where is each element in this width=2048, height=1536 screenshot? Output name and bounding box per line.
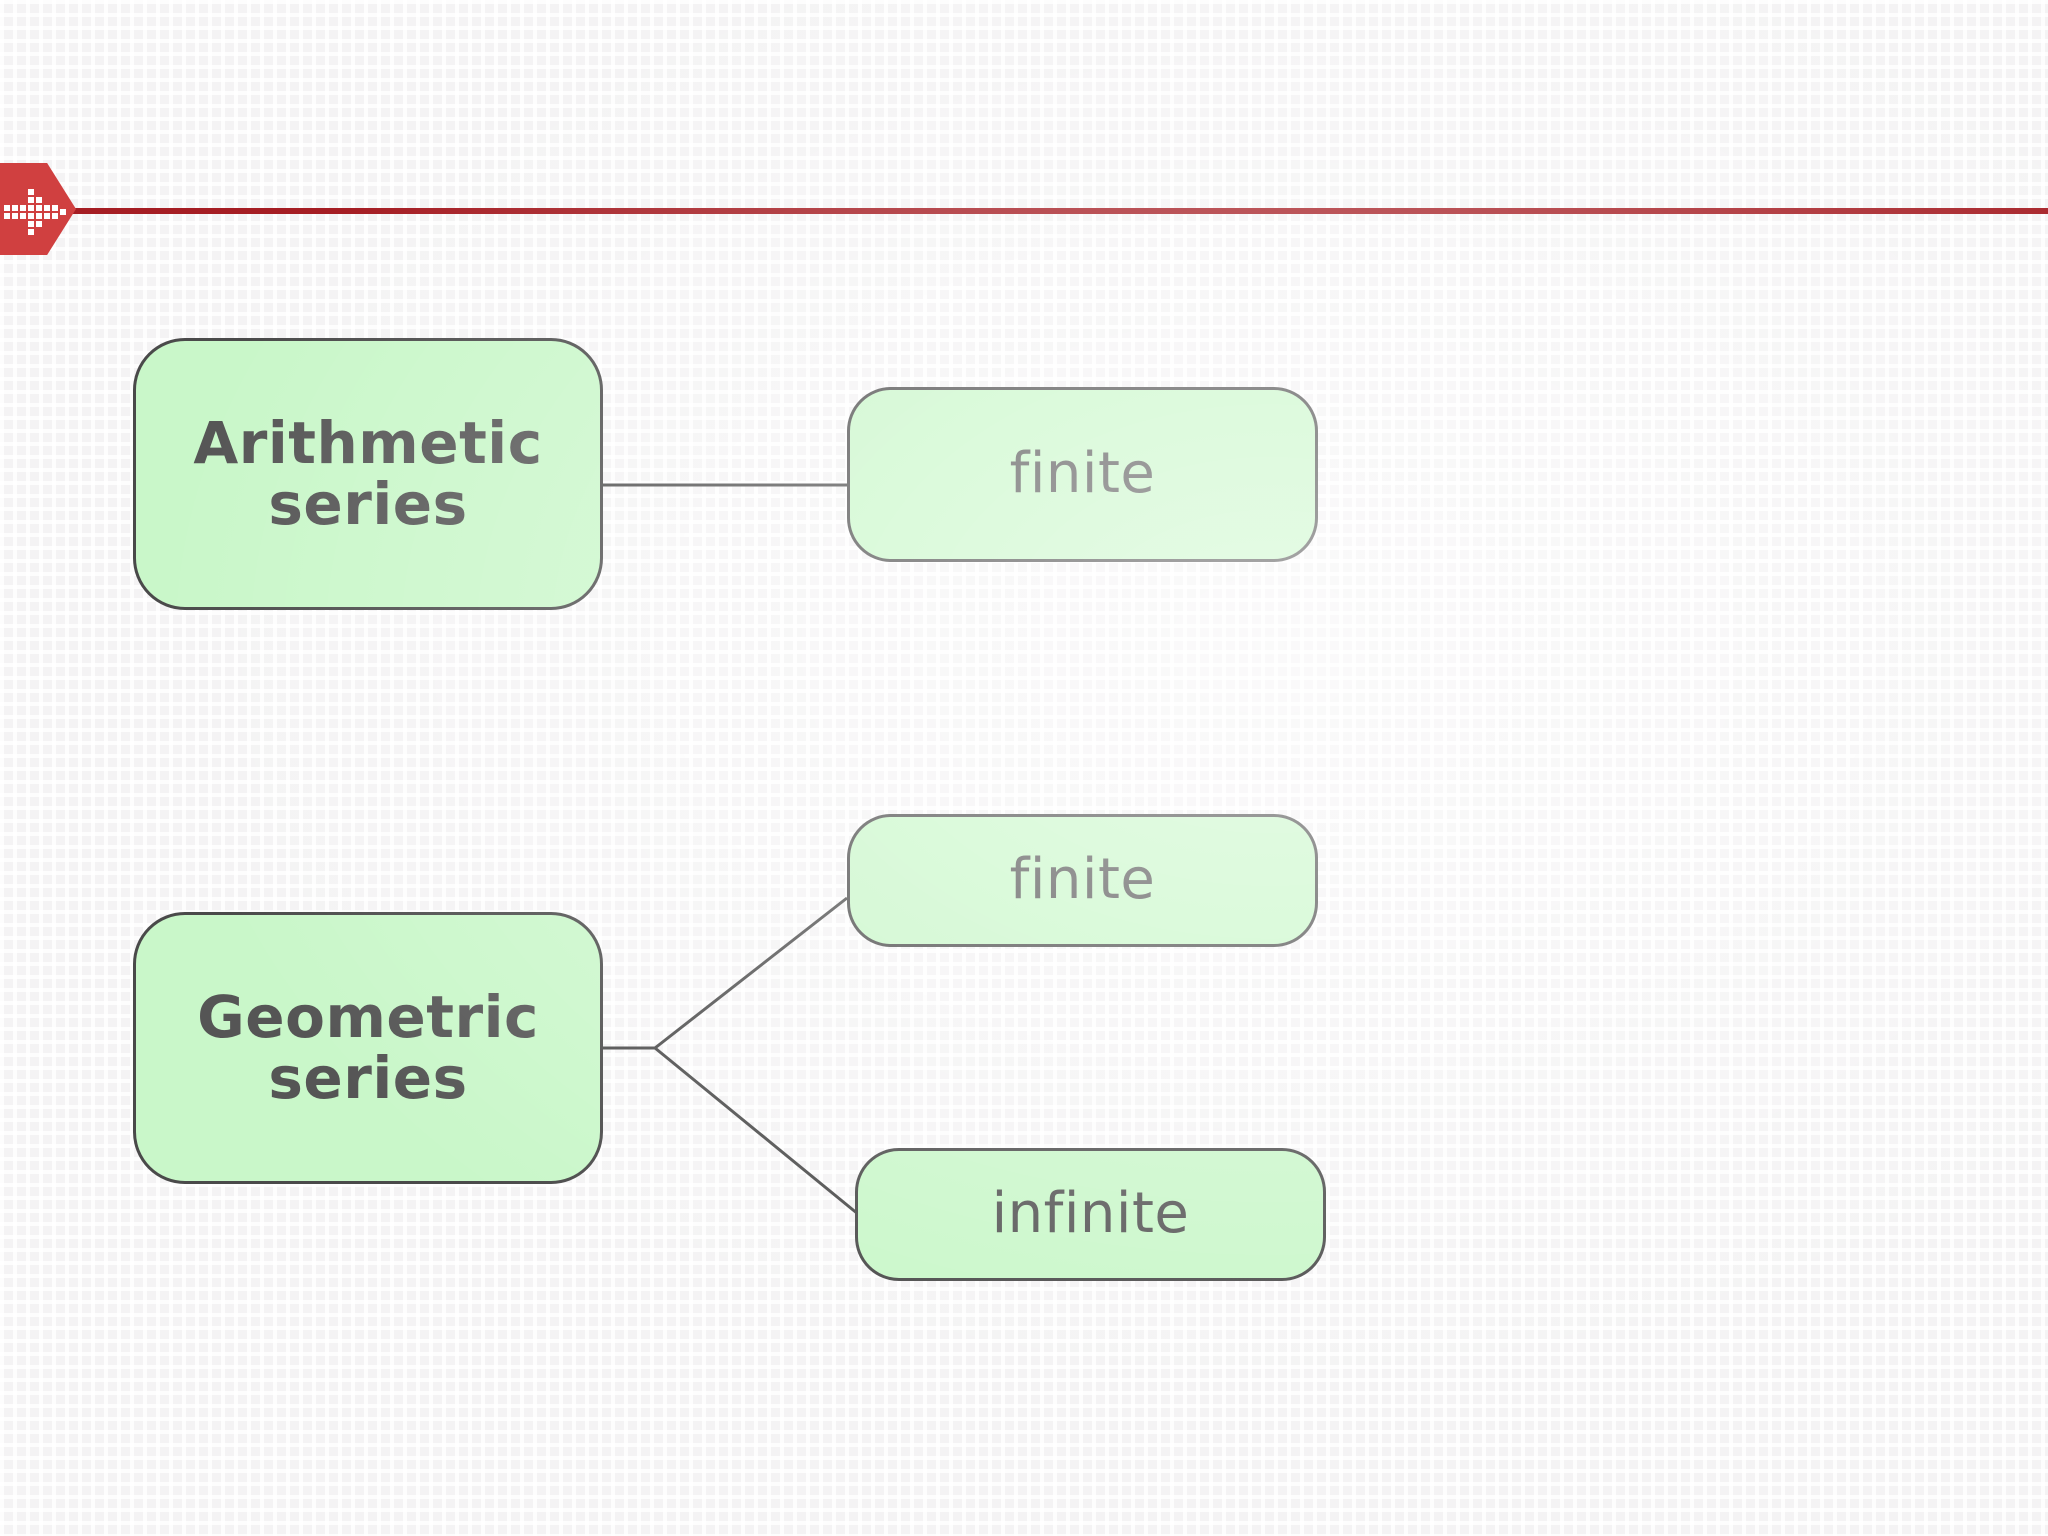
pixel-arrow-right-icon [4,187,66,235]
header-badge [0,163,76,255]
node-geometric-infinite-label: infinite [991,1181,1190,1247]
node-geometric-infinite[interactable]: infinite [855,1148,1326,1281]
node-geometric-finite[interactable]: finite [847,814,1318,947]
node-arithmetic-finite[interactable]: finite [847,387,1318,562]
node-geometric-series[interactable]: Geometric series [133,912,603,1184]
node-arithmetic-finite-label: finite [1009,441,1156,507]
edge-geometric-finite [654,896,848,1050]
edge-geometric-infinite [654,1046,859,1216]
node-geometric-series-label: Geometric series [197,983,539,1112]
header-rule [60,208,2048,214]
node-geometric-finite-label: finite [1009,847,1156,913]
node-arithmetic-series-label: Arithmetic series [193,409,543,538]
node-arithmetic-series[interactable]: Arithmetic series [133,338,603,610]
